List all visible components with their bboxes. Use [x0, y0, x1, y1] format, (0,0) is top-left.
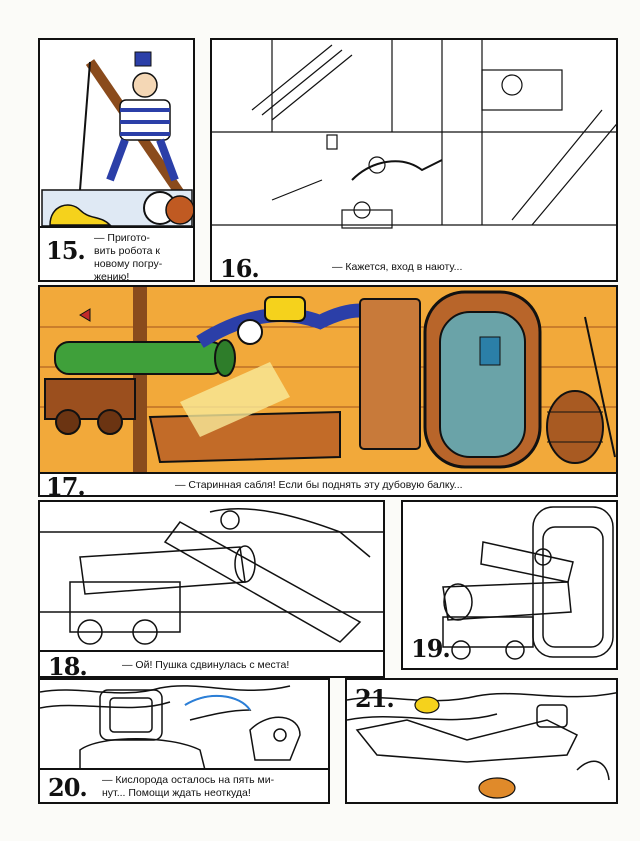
- panel-21: 21.: [345, 678, 618, 804]
- panel-17-illustration: [40, 287, 616, 472]
- panel-17: 17. — Старинная сабля! Если бы поднять э…: [38, 285, 618, 497]
- panel-16-text: — Кажется, вход в наюту...: [332, 261, 462, 274]
- panel-20-text: — Кислорода осталось на пять ми- нут... …: [102, 774, 274, 800]
- panel-15-illustration: [41, 51, 193, 227]
- panel-17-number: 17.: [46, 472, 86, 497]
- panel-15-caption: 15. — Пригото- вить робота к новому погр…: [40, 226, 193, 280]
- panel-15-line: вить робота к: [94, 245, 160, 258]
- panel-15-text: — Пригото- вить робота к новому погру- ж…: [94, 232, 163, 282]
- panel-18-illustration: [40, 508, 383, 645]
- panel-20-number: 20.: [48, 773, 88, 802]
- panel-20-line: нут... Помощи ждать неоткуда!: [102, 787, 251, 800]
- panel-19-illustration: [442, 506, 614, 660]
- panel-18-number: 18.: [48, 652, 88, 678]
- panel-20-illustration: [40, 685, 301, 771]
- panel-18: 18. — Ой! Пушка сдвинулась с места!: [38, 500, 385, 678]
- panel-15-line: жению!: [94, 271, 130, 282]
- panel-16-illustration: [212, 40, 616, 229]
- panel-18-caption: 18. — Ой! Пушка сдвинулась с места!: [40, 650, 383, 676]
- panel-21-illustration: [347, 691, 616, 799]
- panel-21-number: 21.: [355, 684, 395, 713]
- panel-15: 15. — Пригото- вить робота к новому погр…: [38, 38, 195, 282]
- panel-19-number: 19.: [411, 634, 451, 663]
- panel-17-line: — Старинная сабля! Если бы поднять эту д…: [175, 479, 463, 491]
- panel-19: 19.: [401, 500, 618, 670]
- panel-15-number: 15.: [46, 236, 86, 265]
- panel-15-line: — Пригото-: [94, 232, 150, 244]
- panel-16-caption: 16. — Кажется, вход в наюту...: [212, 252, 616, 280]
- panel-20: 20. — Кислорода осталось на пять ми- нут…: [38, 678, 330, 804]
- panel-16-line: — Кажется, вход в наюту...: [332, 261, 463, 273]
- panel-18-text: — Ой! Пушка сдвинулась с места!: [122, 659, 289, 672]
- panel-17-caption: 17. — Старинная сабля! Если бы поднять э…: [40, 472, 616, 495]
- panel-17-text: — Старинная сабля! Если бы поднять эту д…: [175, 479, 463, 492]
- panel-20-line: — Кислорода осталось на пять ми-: [102, 774, 275, 786]
- panel-16-number: 16.: [220, 254, 260, 282]
- panel-15-line: новому погру-: [94, 258, 163, 271]
- panel-18-line: — Ой! Пушка сдвинулась с места!: [122, 659, 290, 671]
- panel-20-caption: 20. — Кислорода осталось на пять ми- нут…: [40, 768, 328, 802]
- panel-16: 16. — Кажется, вход в наюту...: [210, 38, 618, 282]
